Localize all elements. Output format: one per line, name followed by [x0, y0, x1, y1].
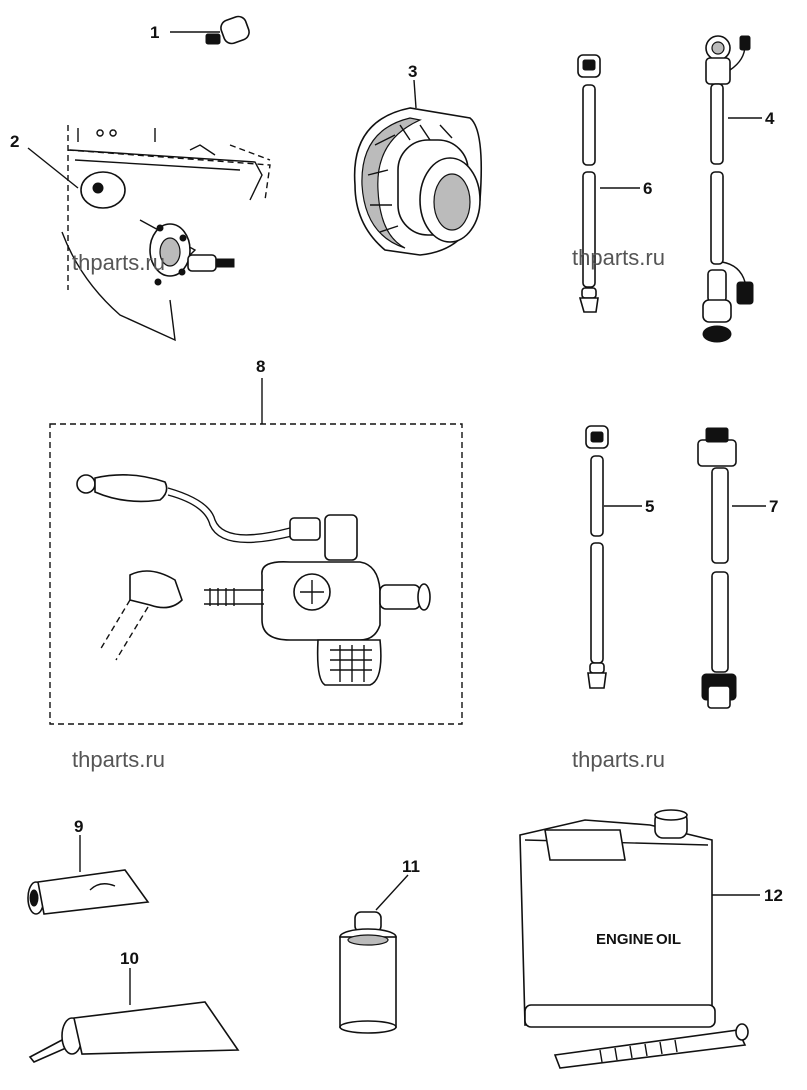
- part-4-wire-harness: [702, 35, 762, 343]
- part-10-sealant-tube: [28, 968, 240, 1063]
- callout-8: 8: [256, 357, 265, 376]
- part-7-wire-harness: [697, 427, 766, 709]
- part-2-bracket-assembly: [27, 125, 271, 342]
- watermark: thparts.ru: [72, 250, 165, 275]
- part-8-kit-box: [49, 378, 463, 725]
- jug-label-oil: OIL: [656, 931, 681, 948]
- callout-2: 2: [10, 132, 19, 151]
- part-11-can: [339, 874, 409, 1034]
- callout-11: 11: [402, 857, 420, 876]
- callout-5: 5: [645, 497, 654, 516]
- callout-3: 3: [408, 62, 417, 81]
- callout-12: 12: [764, 886, 783, 905]
- callout-9: 9: [74, 817, 83, 836]
- part-1-fitting: [170, 15, 250, 45]
- jug-label-engine: ENGINE: [596, 931, 654, 948]
- part-3-propeller-hub: [353, 79, 482, 256]
- callout-6: 6: [643, 179, 652, 198]
- callout-7: 7: [769, 497, 778, 516]
- watermark: thparts.ru: [72, 747, 165, 772]
- part-6-wire-harness: [577, 54, 640, 313]
- watermark: thparts.ru: [572, 245, 665, 270]
- callout-4: 4: [765, 109, 775, 128]
- part-5-wire-harness: [585, 425, 642, 689]
- watermark: thparts.ru: [572, 747, 665, 772]
- part-12-oil-jug: ENGINE OIL: [519, 809, 760, 1069]
- part-9-grease-tube: [27, 835, 150, 915]
- callout-10: 10: [120, 949, 139, 968]
- callout-1: 1: [150, 23, 159, 42]
